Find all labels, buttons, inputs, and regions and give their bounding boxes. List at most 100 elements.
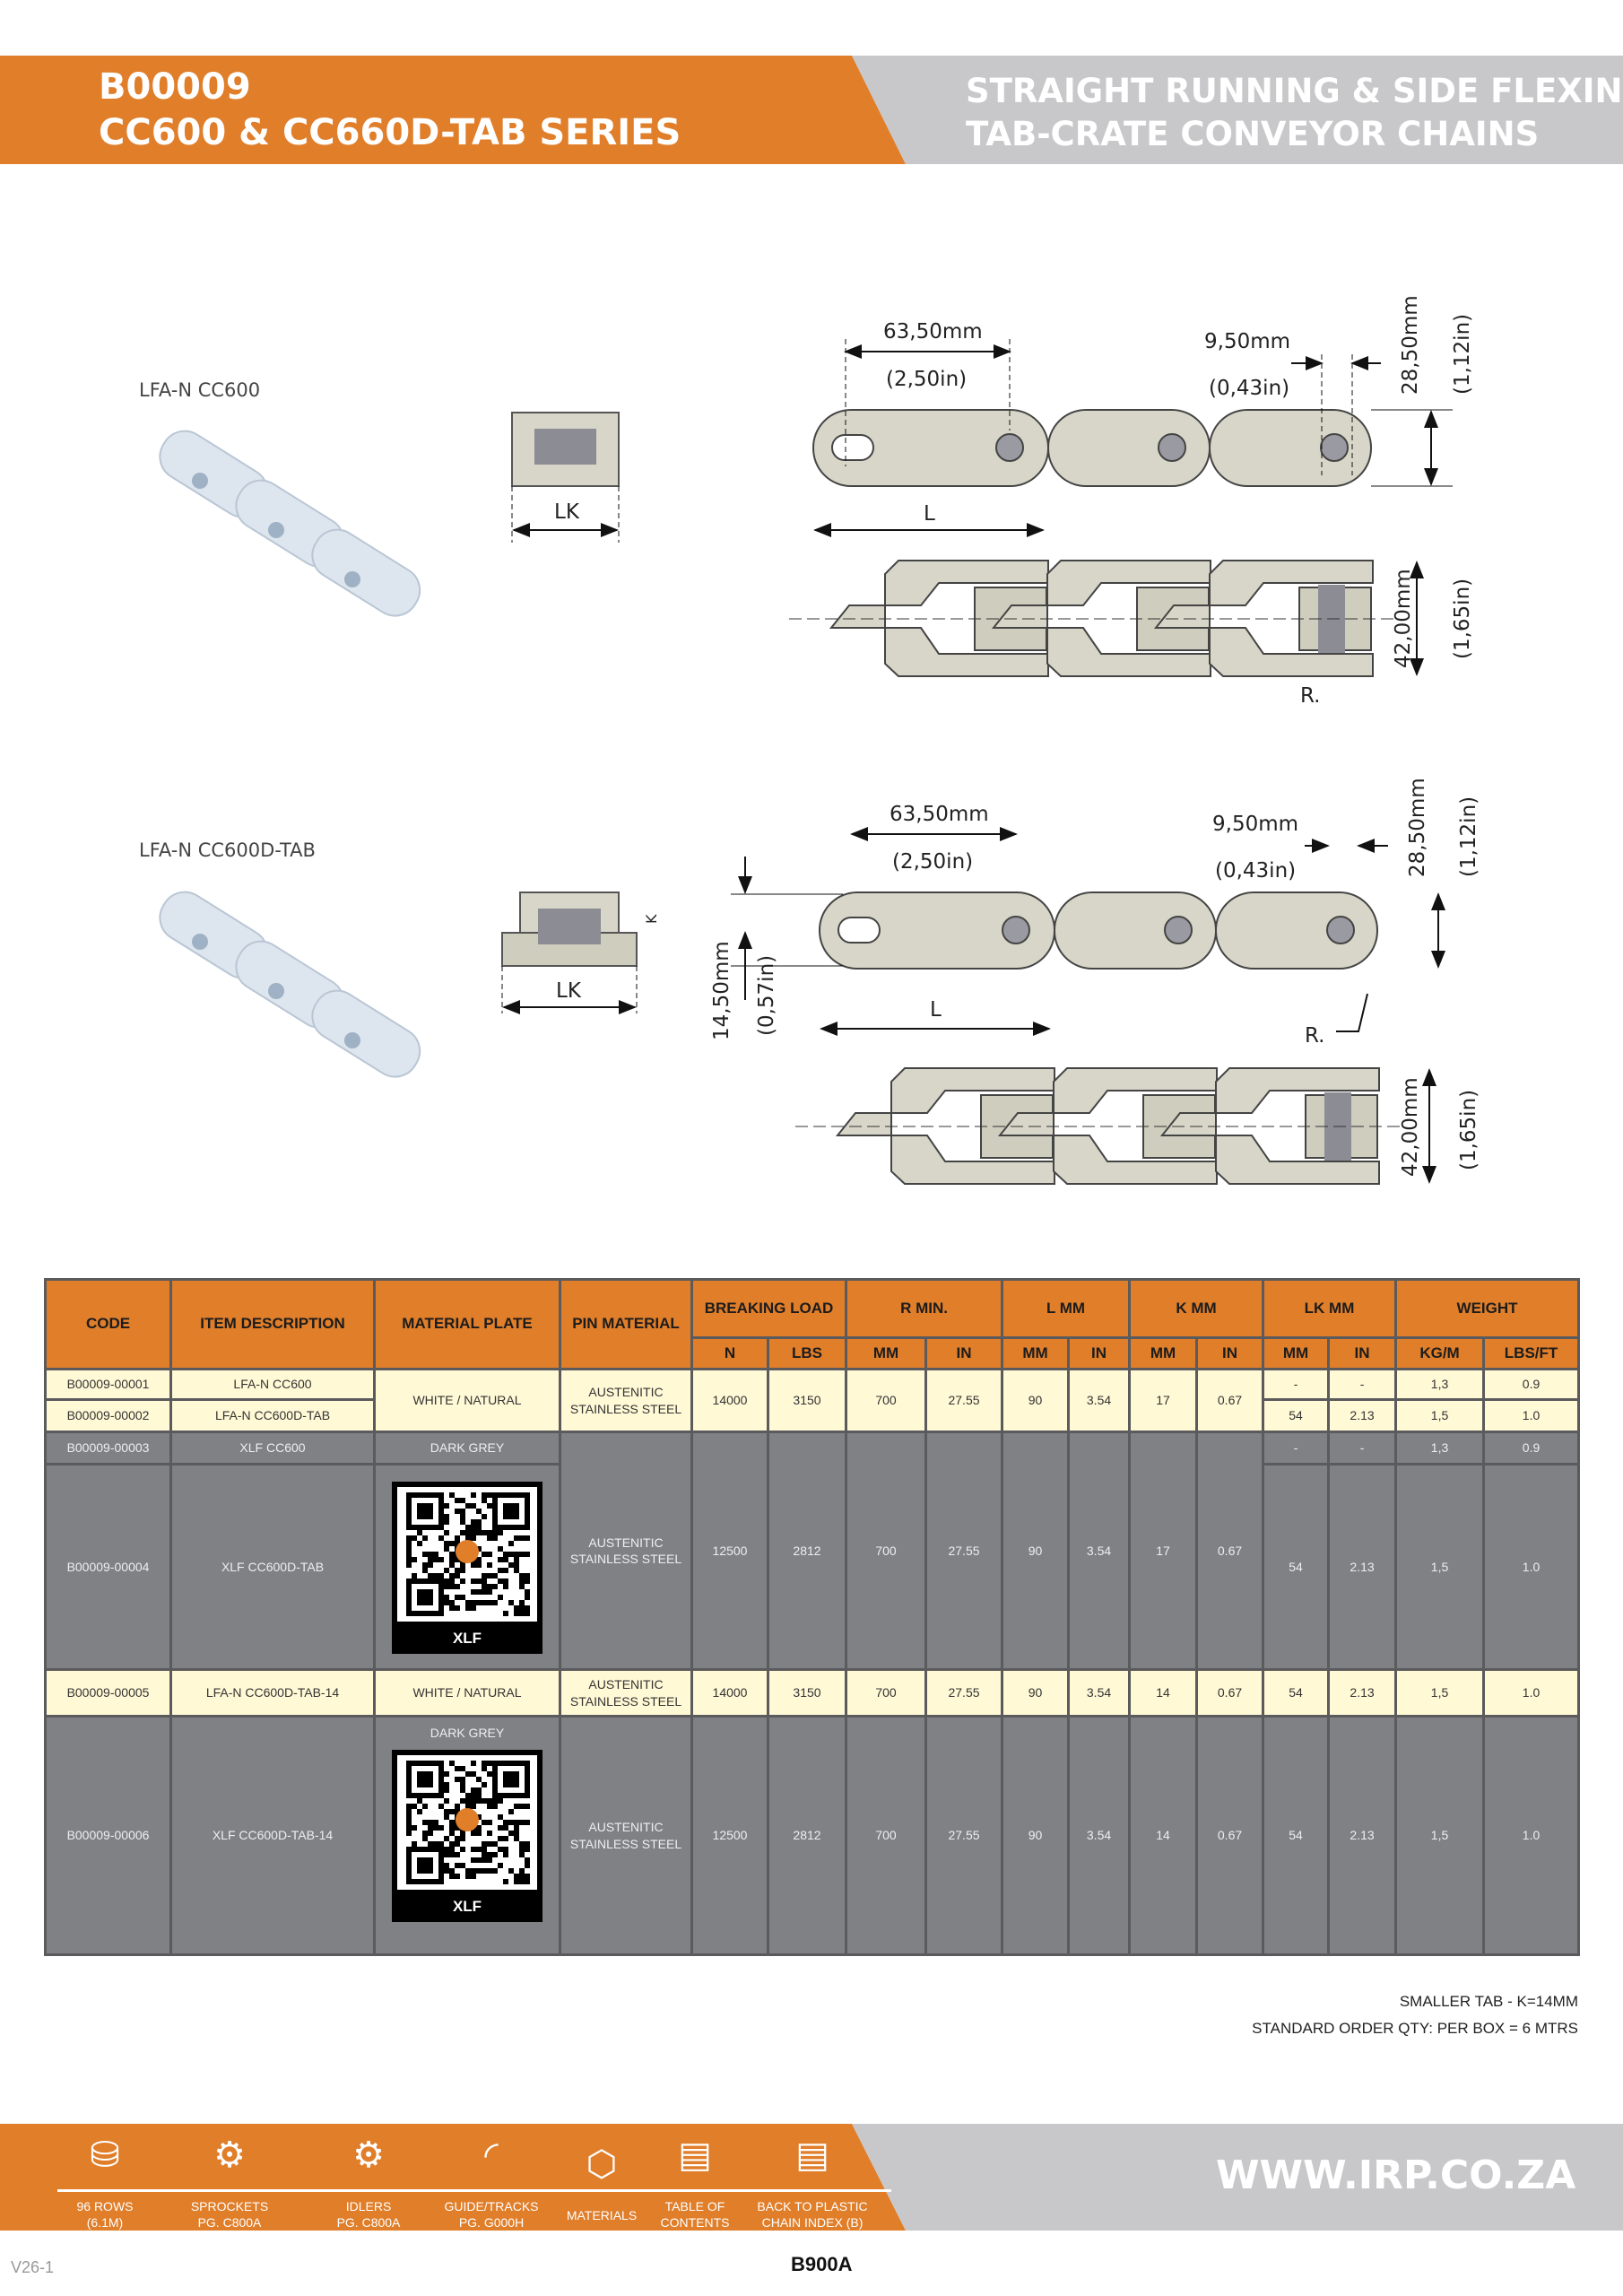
pin-hole [1320,433,1349,462]
table-cell: 3150 [767,1668,847,1718]
pin-hole [192,934,208,950]
section-cc600: LFA-N CC600 LK 63,50mm (2,50in) 9,50mm (… [139,295,1474,708]
description-cell: XLF CC600D-TAB [169,1463,376,1671]
table-cell: 54 [1262,1398,1331,1433]
website-link[interactable]: WWW.IRP.CO.ZA [1216,2152,1576,2198]
table-cell: 17 [1128,1431,1199,1671]
qr-code-pattern [397,1755,537,1891]
qr-code[interactable]: XLF [392,1750,542,1923]
footer-link-rolls[interactable]: ⛁96 ROWS(6.1M) [47,2133,163,2231]
side-view: LK [511,412,620,543]
sub-lbs-ft: LBS/FT [1482,1336,1581,1370]
description-cell: LFA-N CC600D-TAB [169,1398,376,1433]
chain-link [311,528,421,617]
qr-code[interactable]: XLF [392,1482,542,1655]
footer-link-line2: CHAIN INDEX (B) [761,2214,864,2230]
table-cell: 54 [1262,1715,1331,1956]
chain-side-flex-view [789,560,1399,677]
page-number: B900A [791,2253,853,2275]
width-in: (1,65in) [1457,1090,1480,1170]
table-cell: 1,5 [1394,1398,1486,1433]
header-title-band [852,56,1623,164]
product-label: LFA-N CC600 [139,379,260,401]
sub-in: IN [1327,1336,1398,1370]
table-cell: 3.54 [1067,1668,1132,1718]
table-cell: - [1327,1368,1398,1401]
table-cell: 1,5 [1394,1668,1486,1718]
pin-hole [1158,433,1186,462]
qr-label: XLF [452,1630,482,1647]
chain-top-view [812,409,1372,487]
chain-link [991,560,1211,677]
table-cell: 27.55 [924,1368,1004,1433]
col-breaking-load: BREAKING LOAD [690,1278,847,1339]
index-icon: ▤ [795,2135,829,2175]
footer-link-materials[interactable]: ⬡MATERIALS [543,2142,660,2224]
chain-link [835,1067,1055,1185]
sub-mm: MM [1262,1336,1331,1370]
table-cell: 12500 [690,1431,769,1671]
code-cell: B00009-00005 [44,1668,172,1718]
technical-drawings: LFA-N CC600 LK 63,50mm (2,50in) 9,50mm (… [139,295,1480,1185]
qr-label: XLF [452,1898,482,1916]
pin-hole [1164,916,1193,944]
pin-mm: 9,50mm [1204,330,1290,353]
height-mm: 28,50mm [1399,295,1422,395]
table-cell: 1,5 [1394,1715,1486,1956]
chain-link [1209,409,1372,487]
pin-in: (0,43in) [1209,377,1289,400]
table-cell: 700 [845,1668,927,1718]
series-name: CC600 & CC660D-TAB SERIES [99,112,681,153]
sub-in: IN [1067,1336,1132,1370]
table-cell: 27.55 [924,1431,1004,1671]
pin-in: (0,43in) [1215,859,1296,883]
width-mm: 42,00mm [1399,1077,1422,1177]
height-in: (1,12in) [1451,314,1474,395]
sub-kg-m: KG/M [1394,1336,1486,1370]
chain-link [1159,1067,1380,1185]
table-cell: 700 [845,1715,927,1956]
footer-link-line1: SPROCKETS [190,2199,269,2213]
table-cell: 2812 [767,1715,847,1956]
table-cell: 90 [1001,1668,1071,1718]
col-r-min: R MIN. [844,1278,1004,1339]
table-cell: 700 [845,1431,927,1671]
guide-track-icon: ◜ [484,2135,499,2175]
table-cell: 2.13 [1327,1398,1398,1433]
code-cell: B00009-00001 [44,1368,172,1401]
pin-hole [268,983,284,999]
pin-hole [1326,916,1355,944]
side-view: LK K [501,891,660,1014]
materials-icon: ⬡ [586,2144,618,2184]
footer-nav-band [0,2124,906,2231]
table-cell: 27.55 [924,1668,1004,1718]
table-cell: 700 [845,1368,927,1433]
width-in: (1,65in) [1451,578,1474,659]
table-cell: 3150 [767,1368,847,1433]
sub-mm: MM [845,1336,927,1370]
table-cell: 1,3 [1394,1368,1486,1401]
sub-lbs: LBS [767,1336,847,1370]
description-cell: XLF CC600 [169,1431,376,1465]
table-cell: 90 [1001,1431,1071,1671]
material-plate-cell: DARK GREY [373,1431,561,1465]
col-weight: WEIGHT [1394,1278,1581,1339]
description-cell: XLF CC600D-TAB-14 [169,1715,376,1956]
table-cell: 14000 [690,1368,769,1433]
lk-label: LK [554,500,580,524]
col-code: CODE [44,1278,172,1370]
pitch-mm: 63,50mm [883,320,983,344]
table-cell: 14 [1128,1668,1199,1718]
footer-link-line1: IDLERS [345,2199,392,2213]
description-cell: LFA-N CC600D-TAB-14 [169,1668,376,1718]
